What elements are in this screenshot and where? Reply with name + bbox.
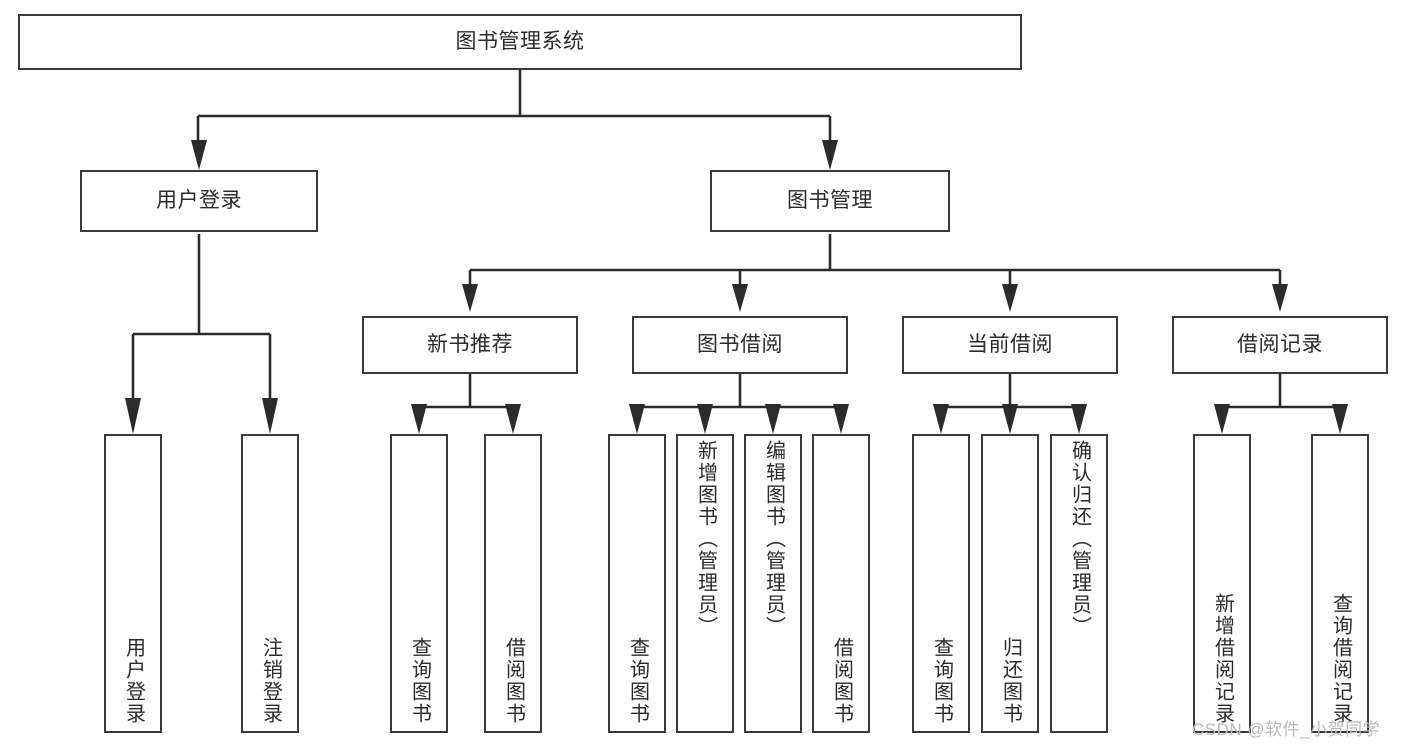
node-borrow-record[interactable]: 借阅记录 — [1172, 316, 1388, 374]
node-leaf-add-record[interactable]: 新增借阅记录 — [1193, 434, 1251, 733]
node-leaf-logout-login[interactable]: 注销登录 — [241, 434, 299, 733]
node-leaf-borrow-book-2-label: 借阅图书 — [830, 637, 853, 725]
node-leaf-query-book-1-label: 查询图书 — [408, 637, 431, 725]
node-leaf-user-login-label: 用户登录 — [122, 637, 145, 725]
arrowheads — [125, 140, 1348, 434]
node-leaf-edit-book-label: 编辑图书（管理员） — [762, 440, 785, 638]
node-new-book-recommend-label: 新书推荐 — [427, 333, 513, 357]
node-book-management[interactable]: 图书管理 — [710, 170, 950, 232]
node-current-borrow-label: 当前借阅 — [967, 333, 1053, 357]
node-current-borrow[interactable]: 当前借阅 — [902, 316, 1118, 374]
node-book-management-label: 图书管理 — [787, 189, 873, 213]
node-book-borrow[interactable]: 图书借阅 — [632, 316, 848, 374]
node-leaf-add-book-label: 新增图书（管理员） — [694, 440, 717, 638]
node-leaf-query-record[interactable]: 查询借阅记录 — [1311, 434, 1369, 733]
node-leaf-borrow-book-1-label: 借阅图书 — [502, 637, 525, 725]
node-leaf-confirm-return-label: 确认归还（管理员） — [1068, 440, 1091, 638]
node-leaf-query-book-3-label: 查询图书 — [930, 637, 953, 725]
node-leaf-user-login[interactable]: 用户登录 — [104, 434, 162, 733]
node-leaf-return-book-label: 归还图书 — [999, 637, 1022, 725]
node-leaf-edit-book[interactable]: 编辑图书（管理员） — [744, 434, 802, 733]
node-leaf-return-book[interactable]: 归还图书 — [981, 434, 1039, 733]
node-root-label: 图书管理系统 — [455, 30, 585, 54]
node-leaf-query-book-3[interactable]: 查询图书 — [912, 434, 970, 733]
node-leaf-add-book[interactable]: 新增图书（管理员） — [676, 434, 734, 733]
watermark-text: CSDN @软件_小贺同学 — [1192, 720, 1381, 739]
node-leaf-query-record-label: 查询借阅记录 — [1329, 593, 1352, 725]
node-leaf-borrow-book-2[interactable]: 借阅图书 — [812, 434, 870, 733]
node-root-book-management-system[interactable]: 图书管理系统 — [18, 14, 1022, 70]
node-new-book-recommend[interactable]: 新书推荐 — [362, 316, 578, 374]
node-leaf-query-book-2-label: 查询图书 — [626, 637, 649, 725]
node-leaf-logout-login-label: 注销登录 — [259, 637, 282, 725]
node-leaf-query-book-2[interactable]: 查询图书 — [608, 434, 666, 733]
node-user-login[interactable]: 用户登录 — [80, 170, 318, 232]
node-book-borrow-label: 图书借阅 — [697, 333, 783, 357]
node-leaf-confirm-return[interactable]: 确认归还（管理员） — [1050, 434, 1108, 733]
node-leaf-query-book-1[interactable]: 查询图书 — [390, 434, 448, 733]
node-leaf-add-record-label: 新增借阅记录 — [1211, 593, 1234, 725]
node-leaf-borrow-book-1[interactable]: 借阅图书 — [484, 434, 542, 733]
node-borrow-record-label: 借阅记录 — [1237, 333, 1323, 357]
node-user-login-label: 用户登录 — [156, 189, 242, 213]
